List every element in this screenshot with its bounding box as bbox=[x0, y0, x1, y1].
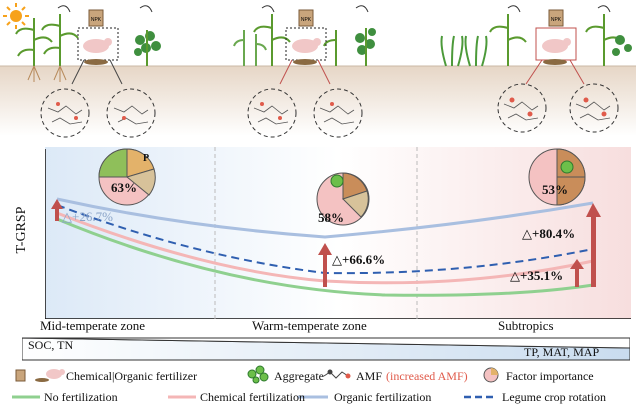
arrow-icon bbox=[279, 59, 293, 85]
soybean-plant-icon bbox=[355, 28, 376, 55]
increase-label-mid-temperate: △+26.7% bbox=[62, 209, 113, 224]
soil-zoom-circle bbox=[106, 88, 156, 138]
increase-arrow bbox=[318, 243, 332, 287]
organic-manure-icon bbox=[35, 378, 49, 382]
organic-fertilization-curve bbox=[56, 197, 594, 239]
aggregate-icon bbox=[247, 365, 269, 384]
maize-plant-icon bbox=[15, 14, 79, 66]
pig-icon bbox=[83, 38, 112, 53]
sun-icon bbox=[3, 3, 29, 29]
increase-label-subtropics-organic: △+80.4% bbox=[522, 226, 576, 241]
rotation-arrow-icon bbox=[57, 5, 153, 13]
increase-arrow bbox=[570, 259, 584, 287]
manure-icon bbox=[293, 59, 317, 65]
wheat-plant-icon bbox=[233, 30, 267, 66]
legend-label-factor-importance: Factor importance bbox=[506, 369, 594, 383]
factor-importance-pie bbox=[528, 148, 586, 206]
npk-bag-label: NPK bbox=[91, 17, 102, 23]
pie-percent-label: 58% bbox=[318, 210, 344, 225]
soil-zoom-circle bbox=[569, 83, 619, 133]
top-scene-illustration: NPK NPK bbox=[0, 3, 636, 138]
gradient-left-label: SOC, TN bbox=[28, 338, 74, 352]
pig-icon bbox=[542, 38, 571, 53]
environment-gradient-bar bbox=[22, 337, 630, 361]
hyphae-network-icon bbox=[47, 105, 149, 125]
legend-label-no-fertilization: No fertilization bbox=[44, 390, 118, 404]
amf-hyphae-icon bbox=[323, 369, 351, 379]
zone-label: Warm-temperate zone bbox=[252, 318, 367, 333]
pig-icon bbox=[292, 38, 321, 53]
factor-importance-pie bbox=[316, 172, 370, 226]
soil-zoom-circle bbox=[247, 88, 297, 138]
npk-bag-label: NPK bbox=[301, 17, 312, 23]
hyphae-network-icon bbox=[253, 105, 355, 125]
manure-icon bbox=[543, 59, 567, 65]
root-icon bbox=[27, 65, 67, 82]
pig-icon bbox=[46, 369, 65, 379]
gradient-right-label: TP, MAT, MAP bbox=[524, 345, 600, 359]
increase-label-warm-temperate: △+66.6% bbox=[332, 252, 386, 267]
soybean-plant-icon bbox=[612, 35, 632, 56]
soil-zoom-circle bbox=[40, 88, 90, 138]
arrow-icon bbox=[569, 59, 585, 85]
legend-icons bbox=[12, 365, 499, 399]
npk-bag-icon bbox=[88, 9, 104, 27]
legend-label-amf-increased: (increased AMF) bbox=[386, 369, 468, 383]
soil-zoom-circle bbox=[497, 83, 547, 133]
amf-spore-icon bbox=[509, 97, 607, 117]
amf-spore-icon bbox=[260, 102, 334, 120]
manure-icon bbox=[84, 59, 108, 65]
arrow-icon bbox=[71, 59, 85, 85]
zone-label: Mid-temperate zone bbox=[40, 318, 146, 333]
factor-importance-icon bbox=[483, 367, 499, 383]
legend-label-organic: Organic fertilization bbox=[334, 390, 432, 404]
arrow-icon bbox=[109, 59, 123, 85]
legend-label-legume: Legume crop rotation bbox=[502, 390, 606, 404]
npk-bag-icon bbox=[298, 9, 314, 27]
pie-percent-label: 53% bbox=[542, 182, 568, 197]
soil-zoom-circle bbox=[313, 88, 363, 138]
p-marker-label: P bbox=[143, 153, 150, 164]
increase-label-subtropics-chemical: △+35.1% bbox=[510, 268, 564, 283]
legend-label-fertilizer: Chemical|Organic fertilizer bbox=[66, 369, 198, 383]
chemical-fertilizer-bag-icon bbox=[15, 369, 26, 382]
hyphae-network-icon bbox=[503, 101, 611, 121]
factor-importance-pie bbox=[98, 148, 156, 206]
legend-label-amf: AMF bbox=[356, 369, 383, 383]
legend-label-chemical: Chemical fertilization bbox=[200, 390, 305, 404]
arrow-icon bbox=[525, 59, 543, 85]
increase-arrow bbox=[51, 199, 63, 221]
no-fertilization-curve bbox=[56, 217, 594, 297]
rotation-arrow-icon bbox=[261, 5, 369, 13]
rotation-arrow-icon bbox=[507, 5, 611, 13]
arrow-icon bbox=[317, 59, 331, 85]
zone-label: Subtropics bbox=[498, 318, 554, 333]
y-axis-label: T-GRSP bbox=[14, 206, 29, 254]
pie-percent-label: 63% bbox=[111, 180, 137, 195]
rice-plant-icon bbox=[440, 35, 488, 67]
amf-spore-icon bbox=[56, 102, 126, 120]
trend-chart bbox=[45, 147, 631, 319]
maize-plant-icon bbox=[253, 14, 337, 66]
npk-bag-icon bbox=[548, 9, 564, 27]
increase-arrow bbox=[586, 203, 601, 287]
npk-bag-label: NPK bbox=[551, 17, 562, 23]
legend-label-aggregate: Aggregate bbox=[274, 369, 324, 383]
